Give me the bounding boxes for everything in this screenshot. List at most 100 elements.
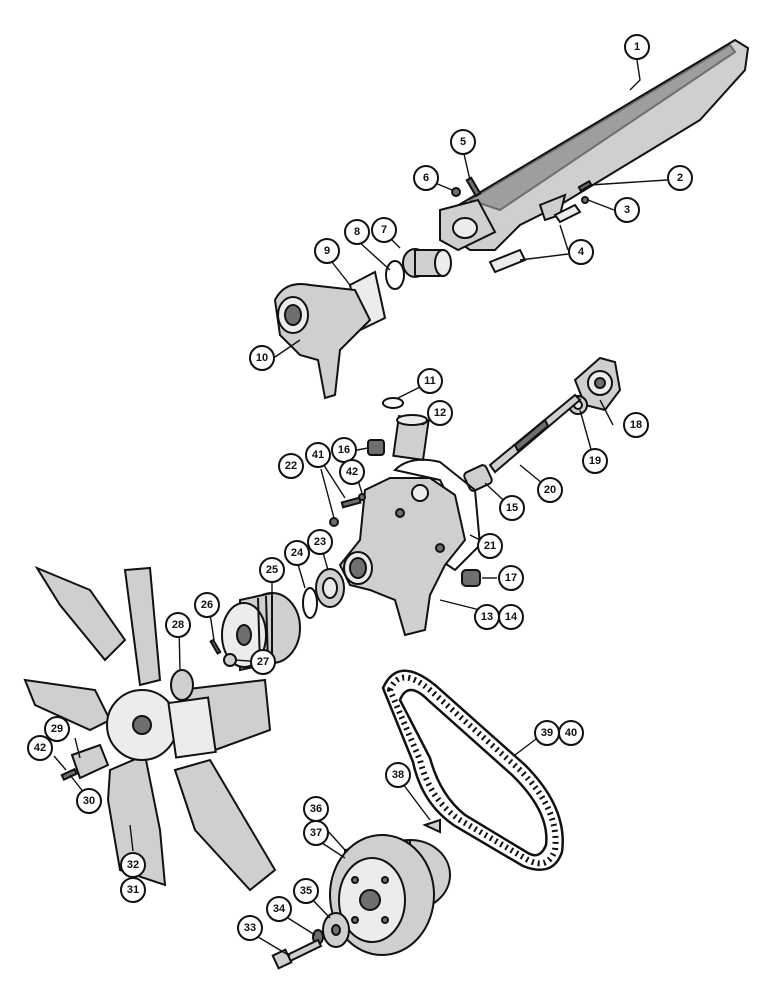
callout-16-label: 16 (338, 444, 350, 456)
callout-7-label: 7 (381, 224, 387, 236)
callout-22-label: 22 (285, 460, 297, 472)
callout-3-label: 3 (624, 204, 630, 216)
callout-8-label: 8 (354, 226, 360, 238)
clamp-part-11 (382, 397, 404, 409)
callout-5: 5 (450, 129, 476, 155)
water-pump-body-part (338, 477, 467, 637)
bushing-part-15 (463, 464, 493, 492)
callout-19-label: 19 (589, 455, 601, 467)
callout-11-label: 11 (424, 375, 436, 387)
callout-35: 35 (293, 878, 319, 904)
screw-part-2 (577, 179, 593, 193)
callout-4-label: 4 (578, 246, 585, 258)
callout-29: 29 (44, 716, 70, 742)
callout-22: 22 (278, 453, 304, 479)
callout-32: 32 (120, 852, 146, 878)
callout-17: 17 (498, 565, 524, 591)
callout-30: 30 (76, 788, 102, 814)
callout-35-label: 35 (300, 885, 312, 897)
callout-25-label: 25 (266, 564, 278, 576)
callout-2: 2 (667, 165, 693, 191)
shaft-part-20 (488, 393, 582, 474)
callout-12-label: 12 (434, 407, 446, 419)
callout-30-label: 30 (83, 795, 95, 807)
callout-42-lower: 42 (27, 735, 53, 761)
leader-lines (53, 59, 668, 957)
callout-15-label: 15 (506, 502, 518, 514)
callout-13-label: 13 (481, 611, 493, 623)
callout-3: 3 (614, 197, 640, 223)
callout-12: 12 (427, 400, 453, 426)
crank-pulley-part (329, 834, 451, 956)
callout-17-label: 17 (505, 572, 517, 584)
callout-31: 31 (120, 877, 146, 903)
callout-38: 38 (385, 762, 411, 788)
callout-40: 40 (558, 720, 584, 746)
callout-26-label: 26 (201, 599, 213, 611)
washer-part-42-upper (358, 493, 366, 501)
bolt-part-30 (60, 767, 78, 782)
hose-part-12 (392, 414, 430, 462)
callout-37-label: 37 (310, 827, 322, 839)
callout-15: 15 (499, 495, 525, 521)
fan-belts-part (381, 669, 564, 871)
callout-7: 7 (371, 217, 397, 243)
callout-1-label: 1 (634, 41, 640, 53)
washer-part-35 (322, 912, 350, 948)
snap-ring-part-24 (302, 587, 318, 619)
stud-part-5 (465, 176, 482, 198)
crank-bolt-part-33 (271, 938, 323, 970)
callout-5-label: 5 (460, 136, 466, 148)
callout-36-label: 36 (310, 803, 322, 815)
callout-9: 9 (314, 238, 340, 264)
callout-34-label: 34 (273, 903, 286, 915)
seal-part-8 (385, 260, 405, 290)
fan-part (23, 565, 277, 892)
callout-21: 21 (477, 533, 503, 559)
callout-10: 10 (249, 345, 275, 371)
callout-20-label: 20 (544, 484, 556, 496)
callout-8: 8 (344, 219, 370, 245)
callout-14-label: 14 (505, 611, 518, 623)
callout-41-label: 41 (312, 449, 324, 461)
callout-11: 11 (417, 368, 443, 394)
callout-33-label: 33 (244, 922, 256, 934)
spacer-part-28 (170, 669, 194, 701)
callout-27: 27 (250, 649, 276, 675)
callout-16: 16 (331, 437, 357, 463)
callout-1: 1 (624, 34, 650, 60)
callout-38-label: 38 (392, 769, 404, 781)
callout-34: 34 (266, 896, 292, 922)
callout-40-label: 40 (565, 727, 577, 739)
pin-part-26 (209, 638, 222, 655)
key-part-38 (422, 818, 441, 834)
callout-39: 39 (534, 720, 560, 746)
callout-41: 41 (305, 442, 331, 468)
callout-29-label: 29 (51, 723, 63, 735)
callout-36: 36 (303, 796, 329, 822)
callout-2-label: 2 (677, 172, 683, 184)
callout-23: 23 (307, 529, 333, 555)
callout-24-label: 24 (291, 547, 304, 559)
callout-21-label: 21 (484, 540, 496, 552)
callout-42-upper-label: 42 (346, 466, 358, 478)
callout-13: 13 (474, 604, 500, 630)
callout-39-label: 39 (541, 727, 553, 739)
callout-20: 20 (537, 477, 563, 503)
callout-6-label: 6 (423, 172, 429, 184)
callout-31-label: 31 (127, 884, 139, 896)
bearing-part-23 (315, 568, 345, 608)
callout-24: 24 (284, 540, 310, 566)
callout-23-label: 23 (314, 536, 326, 548)
nut-part-27 (223, 653, 237, 667)
callout-33: 33 (237, 915, 263, 941)
thermostat-housing-part (273, 283, 372, 400)
callout-28: 28 (165, 612, 191, 638)
callout-28-label: 28 (172, 619, 184, 631)
callout-37: 37 (303, 820, 329, 846)
bolt-part-41 (340, 496, 362, 509)
callout-6: 6 (413, 165, 439, 191)
water-manifold-part (439, 38, 750, 252)
nut-part-6 (451, 187, 461, 197)
